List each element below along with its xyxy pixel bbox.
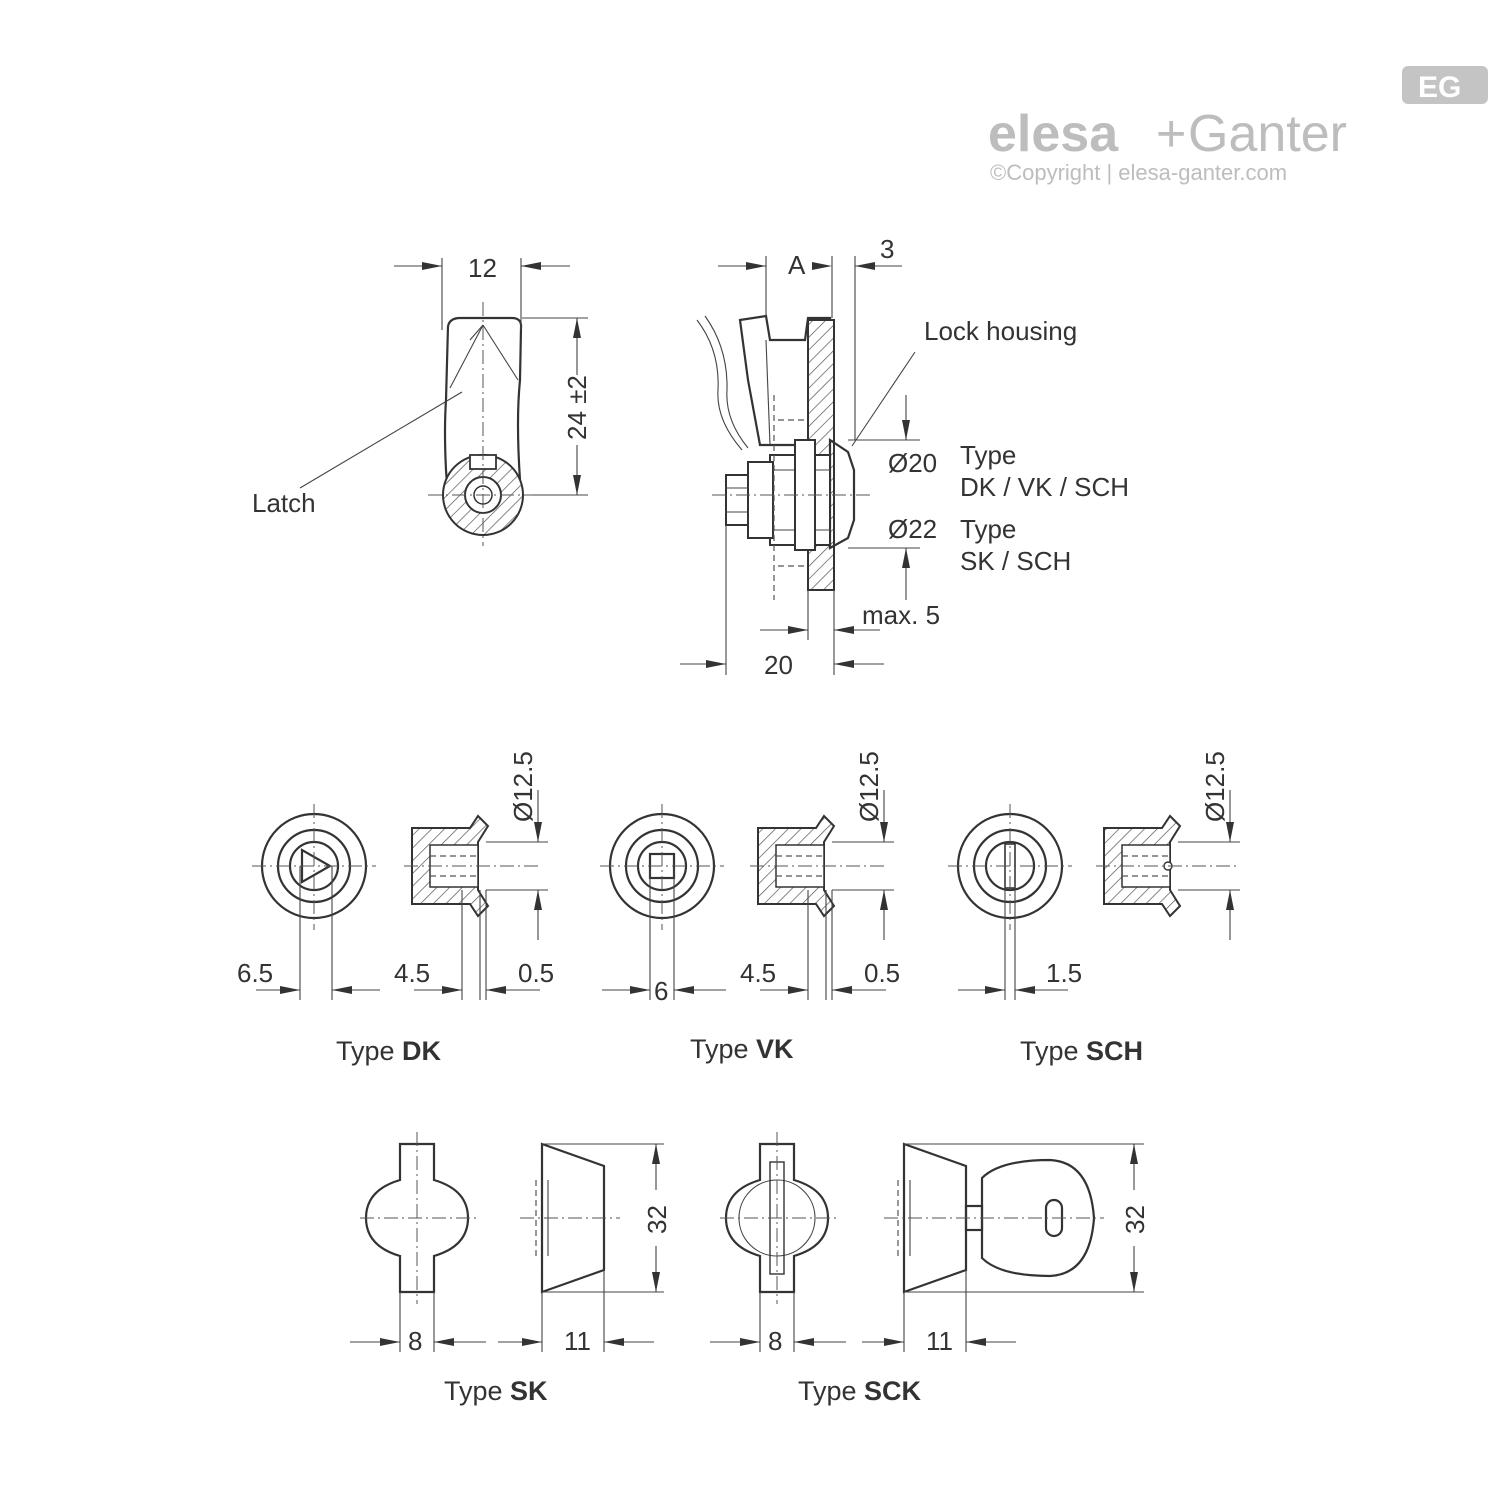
dim-a: A [788, 250, 806, 280]
dim-dk-d: Ø12.5 [508, 751, 538, 822]
latch-side-profile [738, 314, 832, 447]
dim-sck-l: 11 [926, 1326, 953, 1356]
key-icon [980, 1158, 1096, 1278]
lock-side-view: A 3 Lock housing Ø20 Type DK / VK / SCH … [680, 234, 1129, 680]
dim-vk-g: 0.5 [864, 958, 900, 988]
label-d20-types: DK / VK / SCH [960, 472, 1129, 502]
dim-latch-width: 12 [468, 253, 497, 283]
caption-type-sch: Type SCH [1020, 1036, 1143, 1066]
caption-type-dk: Type DK [336, 1036, 442, 1066]
brand-plus: + [1156, 105, 1186, 163]
lock-housing [828, 437, 856, 550]
type-vk-drawing: 6 4.5 0.5 Ø12.5 Type VK [600, 751, 900, 1064]
brand-elesa: elesa [988, 105, 1119, 163]
label-d22-type: Type [960, 514, 1016, 544]
caption-type-sk: Type SK [444, 1376, 548, 1406]
dim-sch-w: 1.5 [1046, 958, 1082, 988]
type-sch-drawing: 1.5 Ø12.5 Type SCH [948, 751, 1240, 1066]
dim-vk-w: 6 [654, 976, 668, 1006]
dim-three: 3 [880, 234, 894, 264]
label-d20: Ø20 [888, 448, 937, 478]
dim-latch-length: 24 ±2 [562, 375, 592, 440]
label-lock-housing: Lock housing [924, 316, 1077, 346]
label-d20-type: Type [960, 440, 1016, 470]
dim-sch-d: Ø12.5 [1200, 751, 1230, 822]
type-sck-drawing: 8 11 32 Type SCK [710, 1132, 1150, 1406]
brand-ganter: Ganter [1188, 105, 1347, 163]
caption-type-vk: Type VK [690, 1034, 794, 1064]
dim-vk-h: 4.5 [740, 958, 776, 988]
dim-twenty: 20 [764, 650, 793, 680]
type-sk-drawing: 8 11 32 Type SK [350, 1132, 672, 1406]
type-dk-drawing: 6.5 4.5 0.5 Ø12.5 Type DK [237, 751, 554, 1066]
brand-badge-text: EG [1418, 71, 1461, 104]
dim-sk-l: 11 [564, 1326, 591, 1356]
caption-type-sck: Type SCK [798, 1376, 922, 1406]
brand-logo: elesa + Ganter EG ©Copyright | elesa-gan… [988, 66, 1488, 185]
brand-badge [1402, 66, 1488, 104]
dim-sk-w: 8 [408, 1326, 422, 1356]
dim-max5: max. 5 [862, 600, 940, 630]
label-d22: Ø22 [888, 514, 937, 544]
dim-dk-g: 0.5 [518, 958, 554, 988]
latch-outline-left [443, 325, 450, 501]
dim-dk-h: 4.5 [394, 958, 430, 988]
dim-sk-h: 32 [642, 1205, 672, 1234]
dim-sck-w: 8 [768, 1326, 782, 1356]
dim-sck-h: 32 [1120, 1205, 1150, 1234]
label-latch: Latch [252, 488, 316, 518]
dim-dk-w: 6.5 [237, 958, 273, 988]
copyright-text: ©Copyright | elesa-ganter.com [990, 160, 1287, 185]
dim-vk-d: Ø12.5 [854, 751, 884, 822]
label-d22-types: SK / SCH [960, 546, 1071, 576]
latch-front-view: 12 24 ±2 Latch [252, 253, 592, 546]
